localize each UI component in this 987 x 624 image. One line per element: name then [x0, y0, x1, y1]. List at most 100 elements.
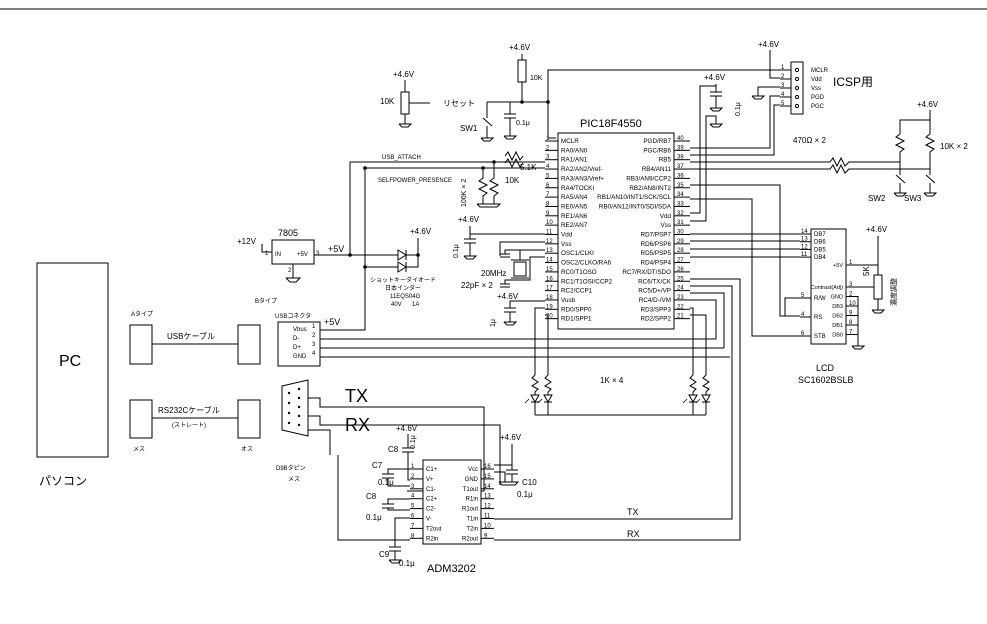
wire-led-3: [690, 307, 694, 375]
pic-pin-number: 21: [677, 314, 684, 320]
pic-pin-number: 30: [677, 230, 684, 236]
res-pullup-sw3: [924, 120, 936, 166]
pic-pin-label: RB2/AN8/INT2: [629, 185, 671, 192]
pic-pin-number: 25: [677, 276, 684, 282]
cap-c10-value: 0.1μ: [517, 490, 533, 499]
adm-pin-label: V-: [426, 517, 432, 523]
adm-pin-label: GND: [465, 477, 479, 483]
lcd-pin-number: 2: [849, 292, 853, 298]
wire-vusb: [509, 300, 545, 308]
icsp-pin-label: PGD: [811, 95, 825, 101]
pic-pin-label: Vdd: [660, 213, 672, 220]
wire-icsp-pgc: [690, 104, 780, 156]
pic-pin-number: 19: [546, 304, 553, 310]
led-diode: [543, 394, 553, 404]
pic-pin-label: RC0/T1OSO: [561, 269, 597, 276]
icsp-pin-label: PGC: [811, 104, 825, 110]
wire-vdd-11: [469, 226, 545, 235]
regulator-body: [271, 239, 315, 265]
adm-pin-label: C2-: [426, 507, 436, 513]
pic-pin-label: RD7/PSP7: [641, 232, 672, 239]
pic-pin-number: 40: [677, 136, 684, 142]
rs232-plug-right: [237, 399, 261, 439]
wire-rw-gnd: [784, 297, 800, 316]
wire-icsp-vdd: [769, 50, 780, 79]
adm-pin-number: 6: [411, 514, 415, 520]
pic-pin-number: 29: [677, 239, 684, 245]
pic-pin-label: RC2/CCP1: [561, 288, 593, 295]
usb-attach-label: USB_ATTACH: [382, 155, 421, 161]
lcd-pin-number: 3: [849, 282, 853, 288]
adm-pin-label: T1out: [463, 487, 479, 493]
tx-net-label: TX: [627, 507, 639, 517]
icsp-pin-number: 2: [781, 74, 785, 80]
usb-pin-dminus: D-: [293, 336, 299, 342]
pic-pin-label: RA3/AN3/Vref+: [561, 175, 604, 182]
diode-label-1: ショットキーダイオード: [370, 276, 436, 284]
sw3-blade: [925, 174, 936, 184]
adm-pin-label: R1in: [466, 497, 478, 503]
lcd-name: LCD: [816, 363, 835, 373]
gnd-symbol-pot: [398, 123, 413, 128]
lcd-pin-number: 1: [849, 260, 853, 266]
pic-pin-number: 23: [677, 295, 684, 301]
pic-pin-label: Vdd: [561, 232, 573, 239]
wire-led-4: [690, 314, 707, 375]
pic-pin-number: 6: [546, 183, 550, 189]
lcd-pin-number: 14: [801, 229, 808, 235]
gnd-symbol-pulldown: [476, 203, 502, 208]
usb-connector-label: USBコネクタ: [275, 312, 311, 320]
wire-led-2: [545, 314, 549, 375]
res-led-label: 1K × 4: [600, 376, 624, 385]
lcd-body: [810, 228, 847, 345]
diode-label-3: 11EQS04G: [390, 294, 421, 300]
pot-contrast-5k: [873, 274, 883, 300]
rs232-plug-left: [129, 399, 153, 439]
adm-pin-number: 4: [411, 494, 415, 500]
lcd-pin-label: DB1: [832, 323, 843, 329]
lcd-pin-number: 6: [801, 331, 805, 337]
led-2: [537, 374, 553, 415]
adm-pin-number: 7: [411, 523, 415, 529]
wire-icsp-vss: [757, 86, 780, 96]
lcd-pin-label: DB0: [832, 333, 843, 339]
schottky-diodes: ショットキーダイオード 日本インター 11EQS04G 40V 1A: [363, 238, 436, 308]
wire-12v-in: [261, 244, 272, 253]
pic-pin-number: 14: [546, 258, 553, 264]
cap-vdd-label: 0.1μ: [453, 244, 460, 258]
led-3: [682, 374, 698, 415]
adm-pin-number: 8: [411, 533, 415, 539]
pic-pin-number: 1: [546, 136, 550, 142]
adm-pin-label: T2out: [426, 526, 442, 532]
cap-c8-label: C8: [388, 445, 399, 454]
crystal-20mhz: [513, 261, 527, 277]
pot-contrast-label: 濃度調整: [889, 278, 898, 306]
adm-pin-number: 15: [484, 474, 491, 480]
gnd-symbol-sw1: [480, 137, 495, 142]
vcc-label-lcd: +4.6V: [866, 225, 888, 234]
pic-pin-number: 15: [546, 267, 553, 273]
diode-label-4: 40V: [391, 302, 402, 308]
